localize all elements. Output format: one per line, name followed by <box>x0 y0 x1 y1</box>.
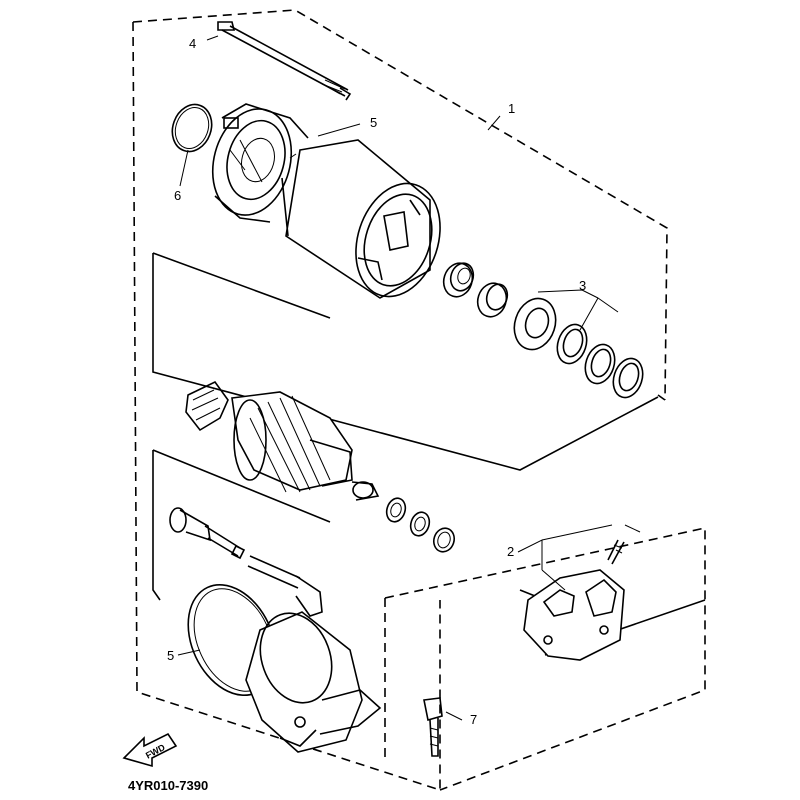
armature <box>185 380 380 501</box>
forward-direction-arrow: FWD <box>122 732 178 768</box>
armature-washers <box>385 497 456 553</box>
callout-1: 1 <box>508 101 515 116</box>
terminal-cable <box>169 507 323 617</box>
o-ring-top <box>171 103 213 153</box>
callout-7: 7 <box>470 712 477 727</box>
through-bolt <box>217 21 352 101</box>
drawing-code: 4YR010-7390 <box>128 778 208 793</box>
brush-holder <box>523 539 625 661</box>
callout-6: 6 <box>174 188 181 203</box>
assembly-dashed-outline <box>132 9 706 792</box>
callout-5-top: 5 <box>370 115 377 130</box>
seal <box>476 282 509 318</box>
callout-leaders <box>177 35 619 721</box>
callout-3: 3 <box>579 278 586 293</box>
front-cover <box>211 103 309 223</box>
rear-cover <box>245 611 382 753</box>
motor-yoke <box>281 139 441 299</box>
bolt-7 <box>423 697 443 757</box>
callout-4: 4 <box>189 36 196 51</box>
callout-2: 2 <box>507 544 514 559</box>
washer-set <box>513 297 644 399</box>
bearing <box>442 262 475 298</box>
callout-5-bottom: 5 <box>167 648 174 663</box>
